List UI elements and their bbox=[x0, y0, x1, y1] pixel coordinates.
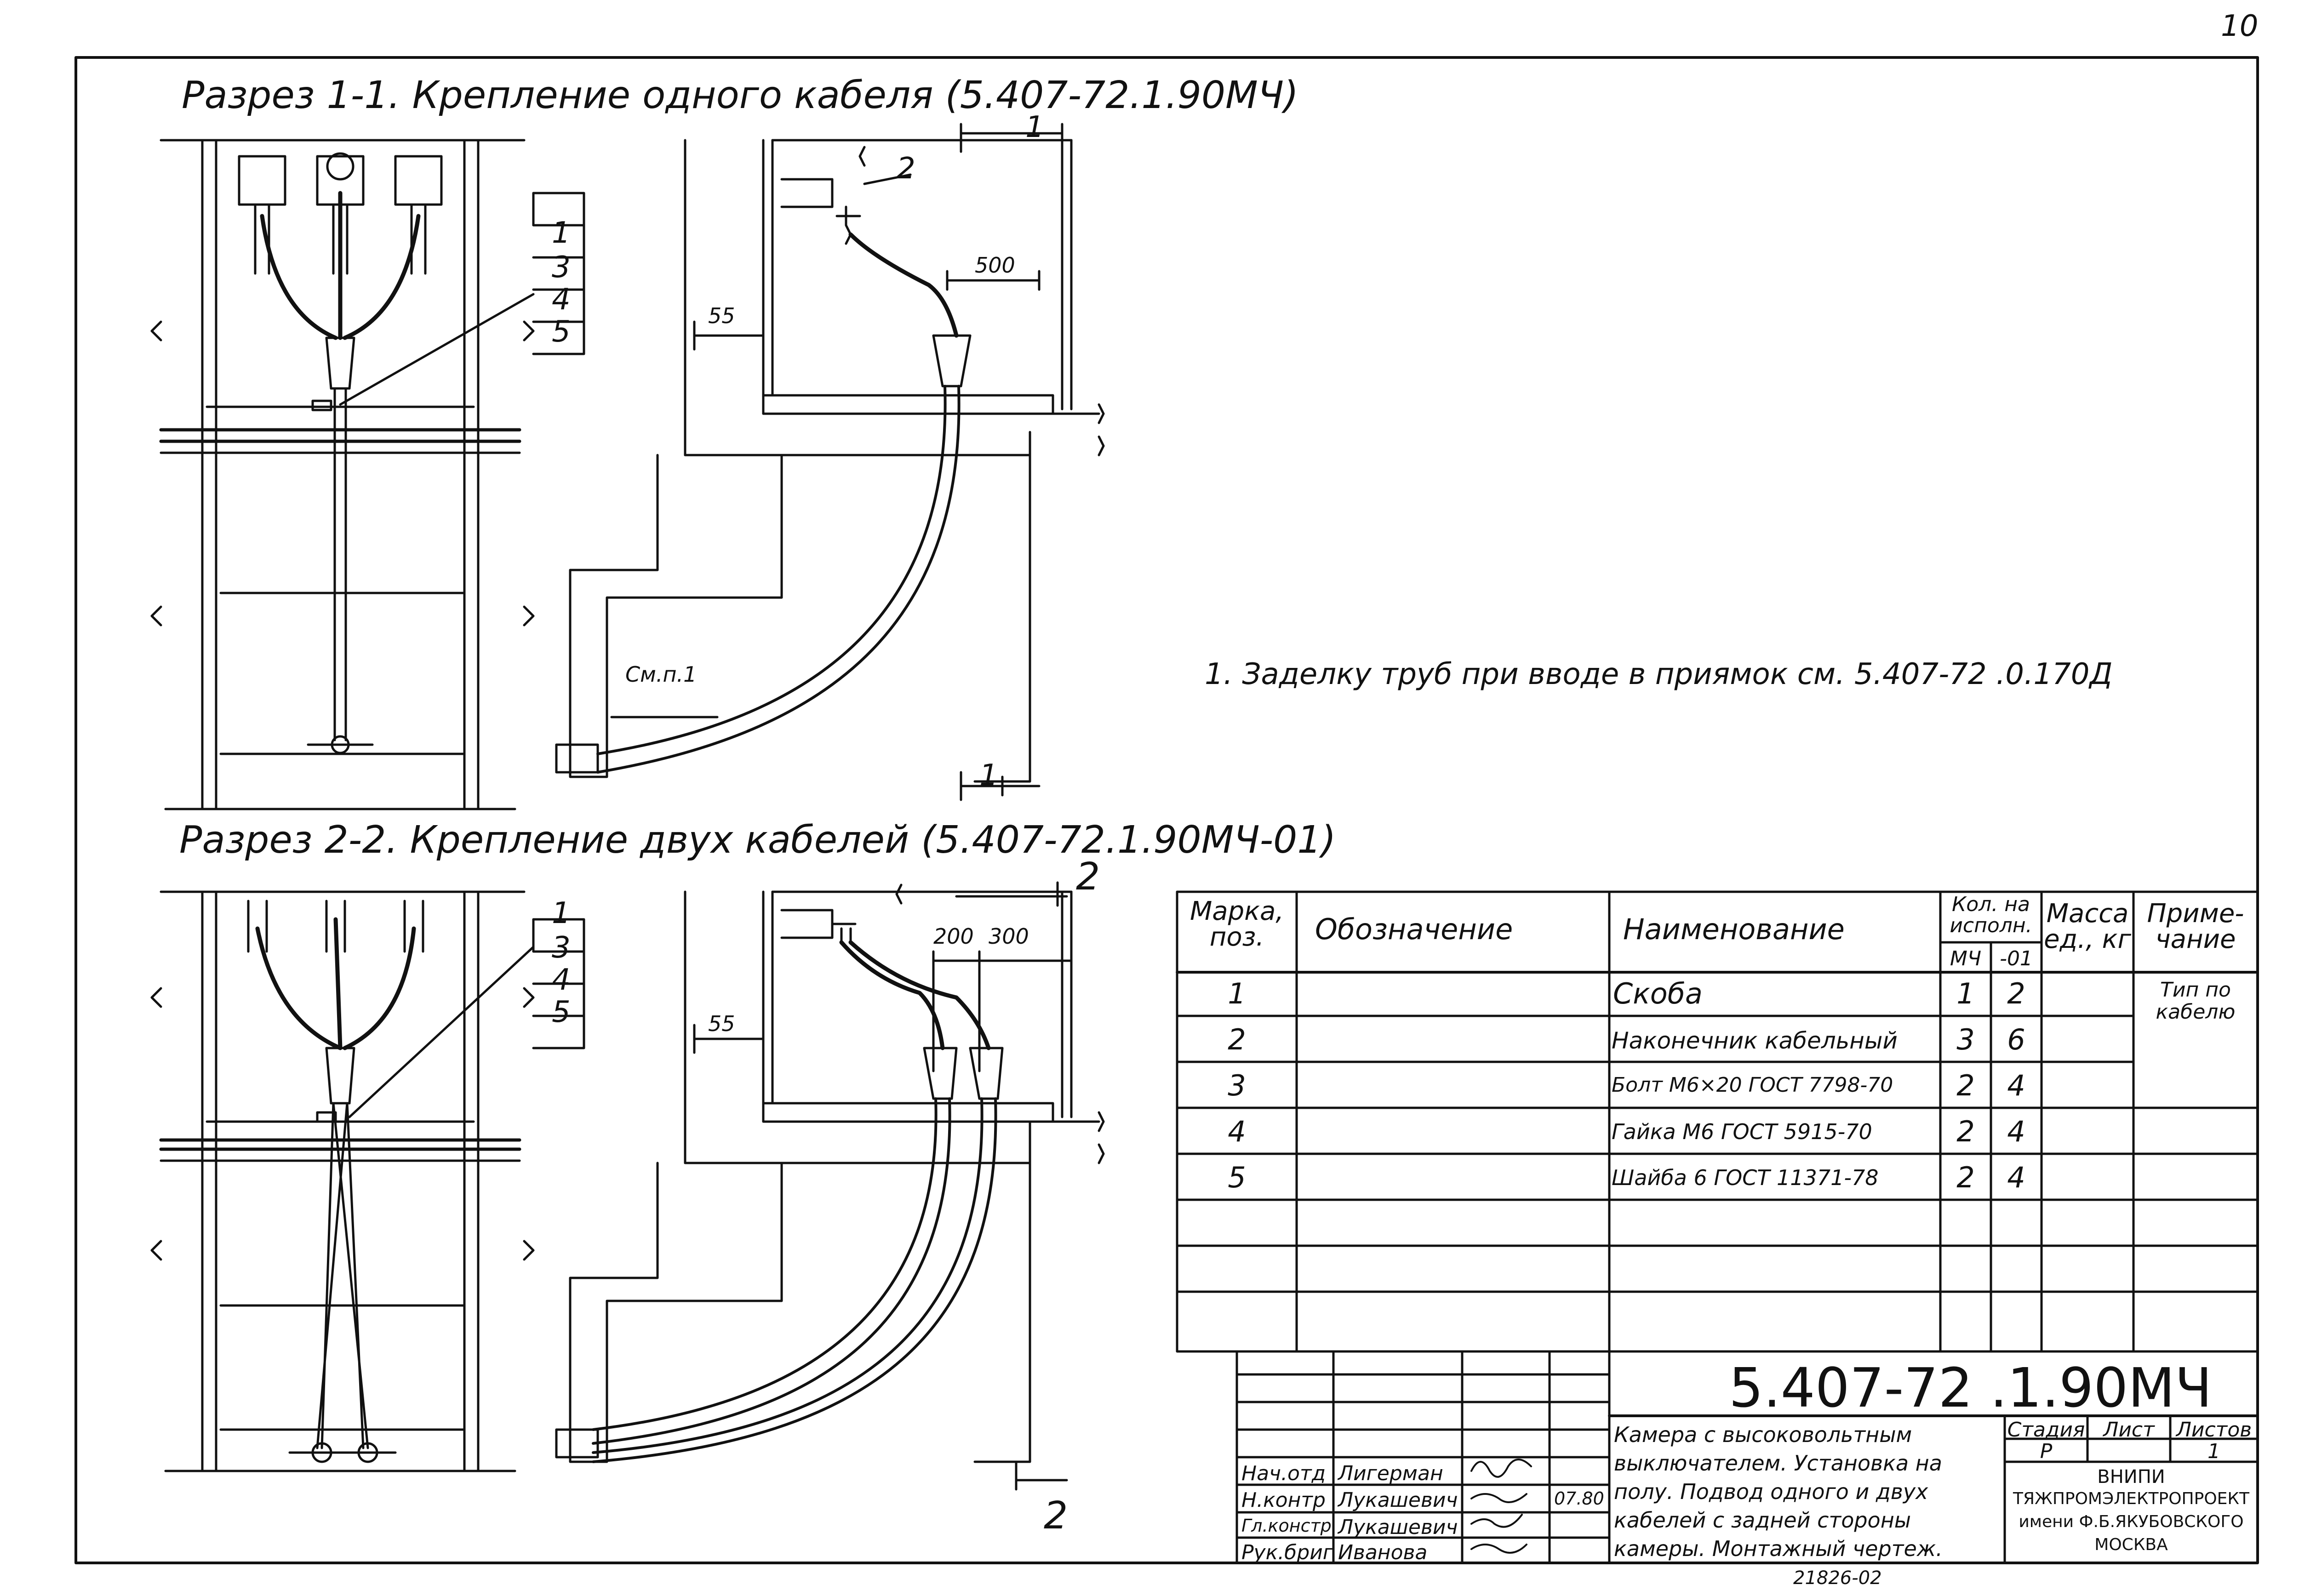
row-qty-a: 1 bbox=[1956, 977, 1975, 1010]
row-name: Наконечник кабельный bbox=[1612, 1027, 1898, 1054]
row-qty-b: 4 bbox=[2007, 1069, 2025, 1102]
hdr-note: Приме- чание bbox=[2147, 899, 2244, 954]
person-name: Иванова bbox=[1338, 1541, 1428, 1564]
section1-title: Разрез 1-1. Крепление одного кабеля (5.4… bbox=[182, 74, 1298, 117]
s1-pos-3: 3 bbox=[552, 251, 571, 285]
row-mark: 5 bbox=[1228, 1161, 1246, 1194]
s1-pos-5: 5 bbox=[552, 315, 571, 349]
person-name: Лигерман bbox=[1338, 1462, 1443, 1485]
role-label: Гл.констр bbox=[1241, 1516, 1332, 1536]
role-label: Н.контр bbox=[1241, 1488, 1326, 1512]
row-mark: 4 bbox=[1228, 1115, 1246, 1148]
sheets-label: Листов bbox=[2176, 1418, 2252, 1442]
org-line-1: ВНИПИ bbox=[2097, 1466, 2165, 1488]
hdr-designation: Обозначение bbox=[1315, 912, 1513, 946]
spec-remark: Тип по кабелю bbox=[2156, 978, 2236, 1024]
row-mark: 3 bbox=[1228, 1069, 1246, 1102]
s1-dim-wall: 55 bbox=[708, 303, 735, 328]
org-line-2: ТЯЖПРОМЭЛЕКТРОПРОЕКТ bbox=[2013, 1489, 2249, 1508]
hdr-mass: Масса ед., кг bbox=[2044, 899, 2131, 954]
person-name: Лукашевич bbox=[1338, 1488, 1458, 1512]
role-label: Нач.отд bbox=[1241, 1462, 1326, 1485]
hdr-name: Наименование bbox=[1623, 912, 1845, 946]
s1-pos-4: 4 bbox=[552, 283, 571, 317]
row-name: Гайка М6 ГОСТ 5915-70 bbox=[1612, 1119, 1872, 1144]
row-qty-b: 6 bbox=[2007, 1023, 2025, 1056]
spec-table-grid bbox=[1176, 890, 2259, 1353]
s2-pos-1: 1 bbox=[552, 896, 571, 930]
row-name: Шайба 6 ГОСТ 11371-78 bbox=[1612, 1165, 1879, 1190]
section2-side-view bbox=[555, 881, 1105, 1491]
row-qty-a: 2 bbox=[1956, 1115, 1975, 1148]
section2-front-view bbox=[150, 890, 585, 1472]
approval-date: 07.80 bbox=[1554, 1488, 1604, 1509]
s2-pos-3: 3 bbox=[552, 931, 571, 965]
s2-dim-span-a: 200 bbox=[933, 924, 974, 949]
row-qty-a: 2 bbox=[1956, 1161, 1975, 1194]
hdr-qty-a: МЧ bbox=[1950, 947, 1982, 970]
hdr-qty-b: -01 bbox=[2000, 947, 2033, 970]
s2-dim-span-b: 300 bbox=[989, 924, 1029, 949]
drawing-description: Камера с высоковольтным выключателем. Ус… bbox=[1614, 1422, 1943, 1561]
role-label: Рук.бриг bbox=[1241, 1541, 1333, 1564]
s2-cut-bottom: 2 bbox=[1044, 1494, 1068, 1538]
org-line-4: МОСКВА bbox=[2094, 1535, 2168, 1554]
section1-front-view bbox=[150, 139, 585, 810]
s2-dim-wall: 55 bbox=[708, 1011, 735, 1036]
org-line-3: имени Ф.Б.ЯКУБОВСКОГО bbox=[2019, 1512, 2244, 1531]
title-block-grid bbox=[1235, 1350, 2259, 1564]
hdr-qty: Кол. на исполн. bbox=[1950, 893, 2032, 937]
sheet-frame bbox=[74, 56, 2259, 1564]
page-number: 10 bbox=[2221, 9, 2259, 43]
row-qty-a: 3 bbox=[1956, 1023, 1975, 1056]
s1-dim-span: 500 bbox=[975, 253, 1015, 278]
sheet-label: Лист bbox=[2103, 1418, 2155, 1442]
general-note: 1. Заделку труб при вводе в приямок см. … bbox=[1205, 657, 2113, 691]
row-qty-a: 2 bbox=[1956, 1069, 1975, 1102]
row-qty-b: 4 bbox=[2007, 1115, 2025, 1148]
person-name: Лукашевич bbox=[1338, 1516, 1458, 1539]
row-mark: 1 bbox=[1228, 977, 1246, 1010]
s2-pos-4: 4 bbox=[552, 963, 571, 997]
stage-label: Стадия bbox=[2007, 1418, 2085, 1442]
signature-strokes bbox=[1470, 1459, 1532, 1554]
row-qty-b: 4 bbox=[2007, 1161, 2025, 1194]
inventory-number: 21826-02 bbox=[1793, 1568, 1882, 1589]
section2-title: Разрез 2-2. Крепление двух кабелей (5.40… bbox=[179, 818, 1336, 862]
s1-cut-top: 1 bbox=[1025, 110, 1044, 144]
s1-pos-2: 2 bbox=[897, 152, 915, 186]
row-name: Скоба bbox=[1613, 977, 1703, 1010]
s1-ref: См.п.1 bbox=[625, 662, 697, 687]
sheets-value: 1 bbox=[2207, 1440, 2220, 1463]
stage-value: Р bbox=[2040, 1440, 2053, 1463]
drawing-code: 5.407-72 .1.90МЧ bbox=[1729, 1356, 2212, 1419]
s2-cut-top: 2 bbox=[1076, 855, 1100, 899]
row-mark: 2 bbox=[1228, 1023, 1246, 1056]
s2-pos-5: 5 bbox=[552, 995, 571, 1029]
section1-side-view bbox=[555, 123, 1105, 801]
row-name: Болт М6×20 ГОСТ 7798-70 bbox=[1612, 1073, 1893, 1097]
hdr-mark: Марка, поз. bbox=[1190, 896, 1284, 952]
s1-pos-1: 1 bbox=[552, 216, 571, 250]
row-qty-b: 2 bbox=[2007, 977, 2025, 1010]
s1-cut-bottom: 1 bbox=[979, 758, 998, 792]
